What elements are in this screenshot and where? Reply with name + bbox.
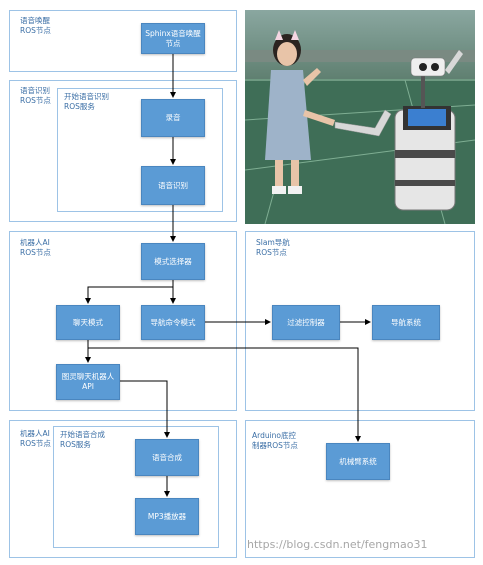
mode-selector-node: 模式选择器 [141, 243, 205, 280]
panel-slam-label: Slam导航 ROS节点 [256, 238, 290, 257]
speech-recognition-node: 语音识别 [141, 166, 205, 205]
robot-photo [245, 10, 475, 224]
nav-command-mode-node: 导航命令模式 [141, 305, 205, 340]
subpanel-asr-service-label: 开始语音识别 ROS服务 [64, 92, 109, 111]
edge-modeselect-chat [85, 280, 174, 304]
watermark: https://blog.csdn.net/fengmao31 [247, 538, 428, 551]
sphinx-wake-node: Sphinx语音唤醒 节点 [141, 23, 205, 54]
mp3-player-node: MP3播放器 [135, 498, 199, 535]
panel-ai-label: 机器人AI ROS节点 [20, 238, 51, 257]
panel-ai2-label: 机器人AI ROS节点 [20, 429, 51, 448]
speech-synthesis-node: 语音合成 [135, 439, 199, 476]
robotic-arm-node: 机械臂系统 [326, 443, 390, 480]
filter-controller-node: 过滤控制器 [272, 305, 340, 340]
panel-arduino-label: Arduino底控 制器ROS节点 [252, 431, 298, 450]
turing-chatbot-api-node: 图灵聊天机器人 API [56, 364, 120, 400]
panel-wake-label: 语音唤醒 ROS节点 [20, 16, 51, 35]
chat-mode-node: 聊天模式 [56, 305, 120, 340]
navigation-system-node: 导航系统 [372, 305, 440, 340]
edge-turing-tts [120, 380, 170, 438]
edge-chat-arm [87, 340, 361, 442]
panel-asr-label: 语音识别 ROS节点 [20, 86, 51, 105]
record-node: 录音 [141, 99, 205, 137]
subpanel-tts-service-label: 开始语音合成 ROS服务 [60, 430, 105, 449]
